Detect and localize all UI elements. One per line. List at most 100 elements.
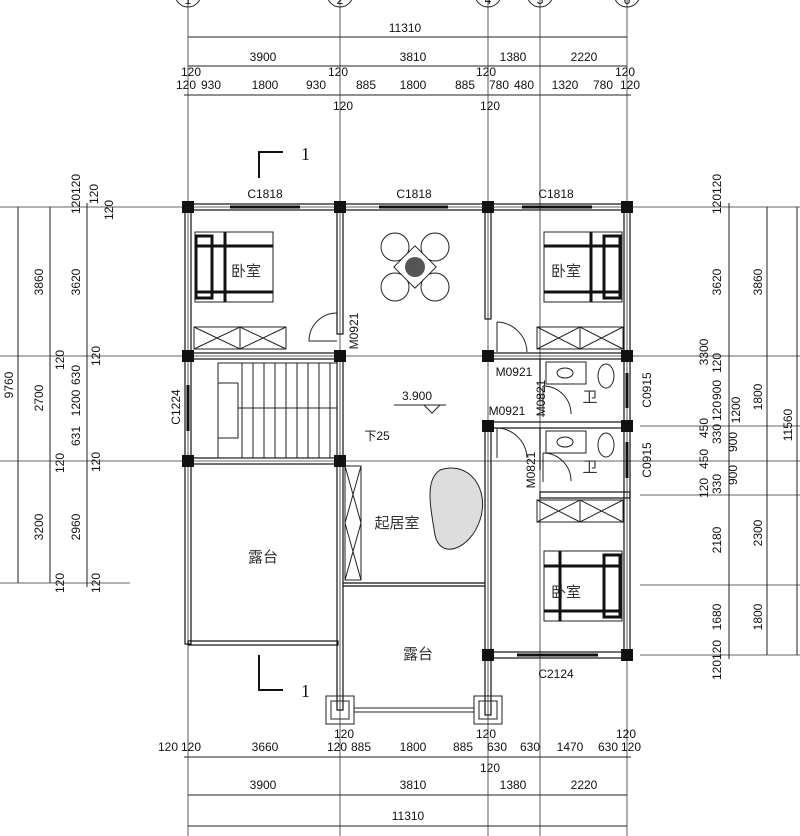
- dim-detail: 120120: [69, 174, 83, 214]
- dim-bay: 3810: [400, 50, 427, 64]
- sanitary-fixtures: [545, 361, 615, 458]
- doors: [308, 312, 572, 482]
- window-label: C0915: [640, 372, 654, 408]
- axis-label: 6: [624, 0, 631, 7]
- windows: [186, 205, 629, 657]
- dim-detail: 2960: [69, 513, 83, 540]
- section-marks: [258, 151, 283, 691]
- dim-detail: 1320: [552, 78, 579, 92]
- dim-wall: 120: [476, 727, 496, 741]
- section-mark-label: 1: [301, 144, 310, 164]
- dim-bay: 3200: [32, 513, 46, 540]
- dim-detail: 120: [327, 740, 347, 754]
- dim-detail: 631: [69, 426, 83, 446]
- dim-total: 11310: [392, 809, 425, 823]
- room-label-bath: 卫: [582, 458, 597, 476]
- door-label: M0921: [347, 312, 361, 349]
- room-label-bath: 卫: [582, 388, 597, 406]
- room-label-terrace: 露台: [248, 548, 278, 566]
- dim-wall: 120: [710, 401, 724, 421]
- window-label: C0915: [640, 442, 654, 478]
- dining-table: [380, 232, 450, 302]
- dim-wall: 120: [181, 65, 201, 79]
- dim-bay: 3860: [32, 268, 46, 295]
- dim-detail: 630: [598, 740, 618, 754]
- dim-detail: 780: [489, 78, 509, 92]
- dim-detail: 1800: [400, 740, 427, 754]
- dim-detail: 120: [621, 740, 641, 754]
- dim-detail: 885: [351, 740, 371, 754]
- dim-detail: 3620: [710, 268, 724, 295]
- dim-wall: 120: [334, 727, 354, 741]
- dim-wall: 120: [710, 353, 724, 373]
- door-label: M0821: [524, 451, 538, 488]
- dim-wall: 120: [53, 350, 67, 370]
- door-label: M0921: [496, 365, 533, 379]
- dim-bay: 2220: [571, 778, 598, 792]
- dim-total: 11560: [781, 408, 795, 441]
- dim-detail: 120: [181, 740, 201, 754]
- door-label: M0821: [534, 379, 548, 416]
- dim-bay: 2300: [751, 519, 765, 546]
- dim-wall: 120: [615, 65, 635, 79]
- dim-detail: 900: [710, 380, 724, 400]
- dim-bay: 2220: [571, 50, 598, 64]
- dim-detail: 1200: [69, 389, 83, 416]
- dim-wall: 120: [476, 65, 496, 79]
- axis-label: 2: [337, 0, 344, 7]
- dim-detail: 930: [306, 78, 326, 92]
- dim-detail: 120120: [710, 174, 724, 214]
- dim-detail: 120120: [710, 640, 724, 680]
- dim-wall: 120: [53, 453, 67, 473]
- dim-detail: 330: [710, 474, 724, 494]
- sofa: [429, 467, 484, 550]
- dim-detail: 330: [710, 424, 724, 444]
- dim-wall: 120: [697, 478, 711, 498]
- elevation-value: 3.900: [402, 389, 432, 403]
- room-label-bedroom: 卧室: [551, 583, 581, 601]
- axis-label: 1: [185, 0, 192, 7]
- dim-detail: 120: [620, 78, 640, 92]
- axis-label: 5: [537, 0, 544, 7]
- dim-bay: 1800: [751, 603, 765, 630]
- dim-detail: 1680: [710, 603, 724, 630]
- dim-bay: 2700: [32, 384, 46, 411]
- axis-label: 4: [485, 0, 492, 7]
- dim-bay: 1380: [500, 778, 527, 792]
- dim-wall: 120: [87, 184, 101, 204]
- dim-detail: 630: [69, 365, 83, 385]
- dim-bay: 3900: [250, 50, 277, 64]
- dim-detail: 885: [453, 740, 473, 754]
- dim-detail: 2180: [710, 526, 724, 553]
- dim-wall: 120: [102, 200, 116, 220]
- dim-wall: 120: [480, 761, 500, 775]
- stairs: [217, 362, 338, 459]
- dim-wall: 120: [616, 727, 636, 741]
- dim-wall: 120: [89, 573, 103, 593]
- window-label: C1818: [538, 187, 574, 201]
- dim-detail: 1800: [252, 78, 279, 92]
- dim-wall: 120: [333, 99, 353, 113]
- dim-bay: 3810: [400, 778, 427, 792]
- room-label-bedroom: 卧室: [231, 262, 261, 280]
- window-label: C1224: [169, 389, 183, 425]
- dim-detail: 450: [697, 449, 711, 469]
- room-label-bedroom: 卧室: [551, 262, 581, 280]
- dim-wall: 120: [53, 573, 67, 593]
- dim-detail: 930: [201, 78, 221, 92]
- dim-bay: 900: [726, 432, 740, 452]
- dim-wall: 120: [89, 346, 103, 366]
- dim-bay: 900: [726, 465, 740, 485]
- dim-total: 11310: [389, 21, 422, 35]
- dim-detail: 630: [520, 740, 540, 754]
- dim-detail: 885: [455, 78, 475, 92]
- dim-bay: 3900: [250, 778, 277, 792]
- dim-detail: 1800: [400, 78, 427, 92]
- columns: [182, 201, 633, 661]
- dim-detail: 885: [356, 78, 376, 92]
- dim-detail: 450: [697, 418, 711, 438]
- dim-detail: 780: [593, 78, 613, 92]
- dim-detail: 3620: [69, 268, 83, 295]
- dim-detail: 120: [158, 740, 178, 754]
